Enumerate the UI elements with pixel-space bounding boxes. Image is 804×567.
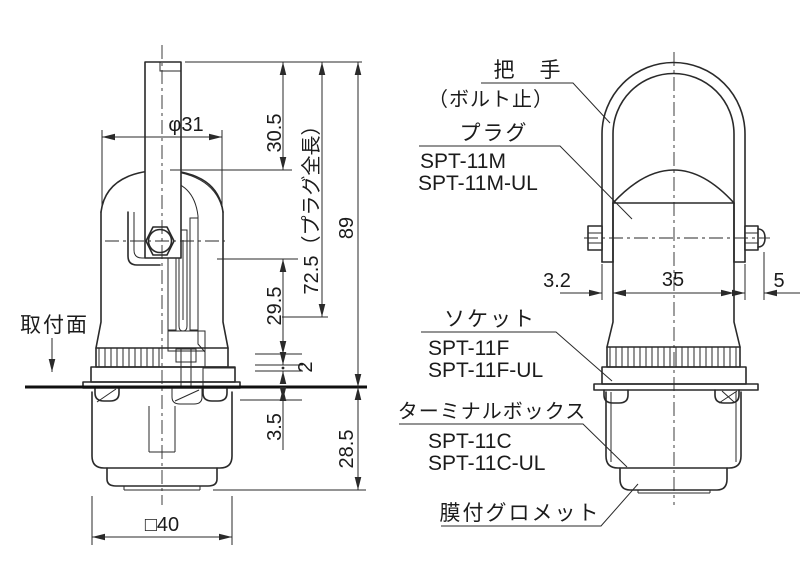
dim-plug-diameter: φ31 bbox=[168, 114, 203, 136]
dim-box-width: □40 bbox=[145, 514, 179, 536]
mount-surface-label: 取付面 bbox=[20, 314, 89, 337]
label-terminal-model-ul: SPT-11C-UL bbox=[428, 452, 545, 475]
label-plug-model: SPT-11M bbox=[420, 150, 506, 173]
dim-panel-gap: 2 bbox=[295, 361, 317, 372]
dimensions-left: φ31 30.5 72.5（プラグ全長） 89 29.5 2 3.5 28.5 … bbox=[91, 62, 362, 545]
label-handle: 把 手 bbox=[494, 59, 563, 82]
dim-overall-height: 89 bbox=[336, 217, 358, 239]
label-socket: ソケット bbox=[444, 308, 536, 331]
section-view bbox=[82, 61, 241, 491]
centerlines bbox=[105, 45, 770, 505]
dim-insert-depth: 29.5 bbox=[264, 287, 286, 326]
label-handle-note: （ボルト止） bbox=[428, 88, 554, 111]
label-plug-model-ul: SPT-11M-UL bbox=[418, 172, 538, 195]
label-socket-model-ul: SPT-11F-UL bbox=[428, 359, 543, 382]
dim-body-width: 35 bbox=[662, 269, 684, 291]
label-grommet: 膜付グロメット bbox=[440, 502, 601, 525]
callout-labels: 把 手 （ボルト止） プラグ SPT-11M SPT-11M-UL ソケット S… bbox=[398, 59, 639, 527]
dim-below-panel: 28.5 bbox=[336, 430, 358, 469]
mounting-surface: 取付面 bbox=[20, 314, 367, 389]
dim-bolt-protrusion: 5 bbox=[773, 270, 784, 292]
external-view bbox=[587, 61, 766, 494]
label-terminal-model: SPT-11C bbox=[428, 430, 512, 453]
dim-under-flange: 3.5 bbox=[264, 413, 286, 441]
label-socket-model: SPT-11F bbox=[428, 337, 509, 360]
dim-plug-length: 72.5（プラグ全長） bbox=[300, 116, 323, 295]
dim-top-to-plug: 30.5 bbox=[264, 114, 286, 153]
dimensions-right: 3.2 35 5 bbox=[543, 252, 800, 300]
dim-bail-thickness: 3.2 bbox=[543, 270, 571, 292]
label-terminal-box: ターミナルボックス bbox=[398, 400, 586, 423]
label-plug: プラグ bbox=[460, 122, 529, 145]
reference-lines bbox=[170, 61, 366, 491]
